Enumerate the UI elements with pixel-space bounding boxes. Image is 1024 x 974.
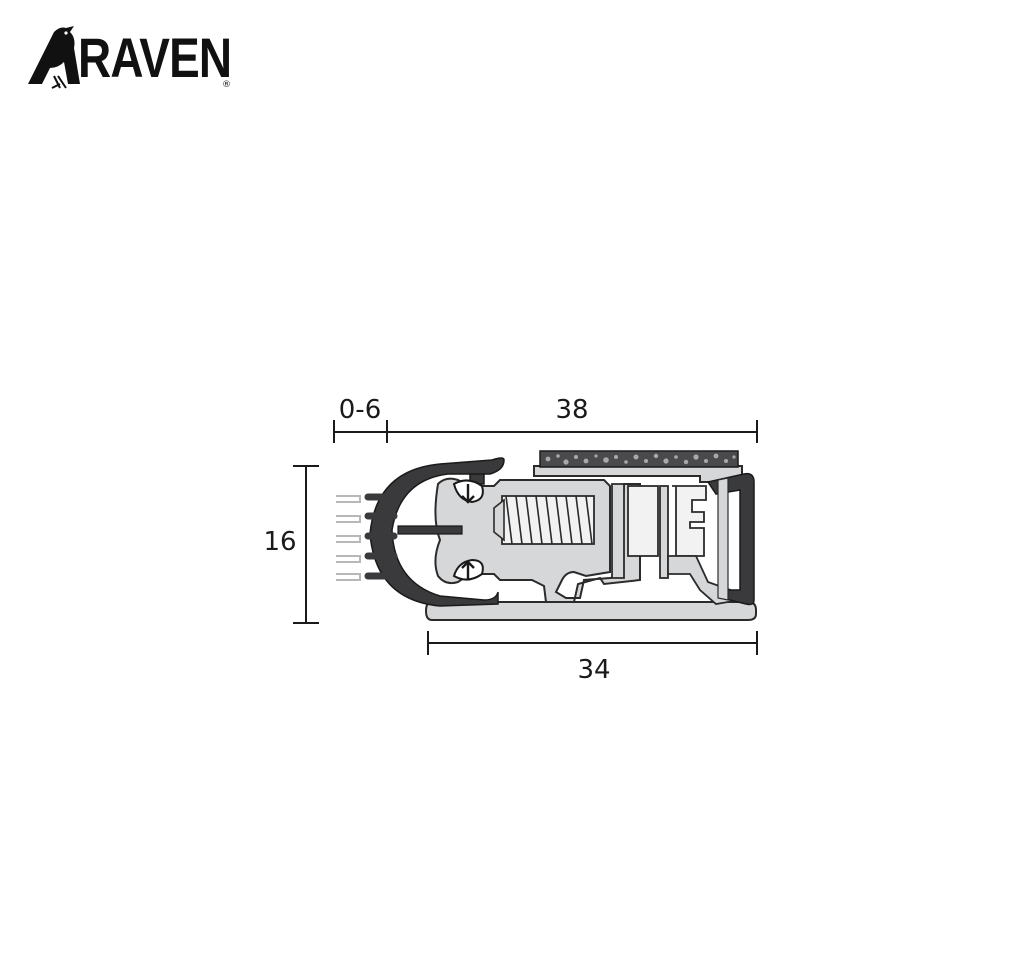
brush-fingers [364,493,404,580]
foam-texture [545,453,736,465]
inner-guide-wall [611,483,625,579]
overall-width-dimension-label: 38 [555,395,588,425]
registered-mark: ® [222,80,231,90]
raven-logo: RAVEN ® [24,22,244,94]
end-cap-lip [717,477,729,601]
lug-arrow-markers [452,479,484,581]
rubber-seal-inner-bar [397,525,463,535]
height-dimension-label: 16 [263,527,296,557]
compression-spring [493,495,595,545]
foam-seal-strip [539,450,739,468]
raven-bird-icon [28,26,80,89]
base-dimension-line [427,631,758,655]
top-dimension-line [333,420,758,443]
base-width-dimension-label: 34 [577,655,610,685]
gap-dimension-label: 0-6 [339,395,381,425]
aluminium-base-channel [424,601,757,621]
brand-name: RAVEN [78,26,232,89]
height-dimension-line [293,465,319,624]
ghost-brush-fingers [336,495,361,581]
